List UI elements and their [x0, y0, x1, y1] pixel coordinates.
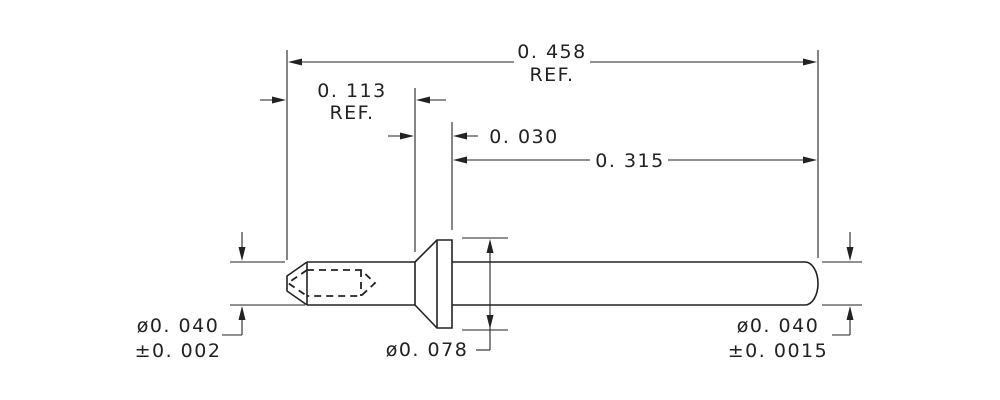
tail-diameter-value: ø0. 040 [737, 315, 820, 337]
dim-collar-diameter: ø0. 078 [386, 239, 494, 361]
tip-length-value: 0. 113 [317, 80, 386, 102]
tail-diameter-tolerance: ±0. 0015 [728, 340, 828, 362]
tip-chamfer [286, 261, 308, 306]
tip-diameter-value: ø0. 040 [137, 315, 220, 337]
dim-overall-length: 0. 458 REF. [288, 41, 817, 86]
collar-thickness-value: 0. 030 [489, 126, 558, 148]
dim-collar-thickness: 0. 030 [388, 126, 558, 148]
dim-tip-length: 0. 113 REF. [260, 80, 446, 124]
tail-length-value: 0. 315 [595, 150, 664, 172]
tip-diameter-tolerance: ±0. 002 [135, 340, 222, 362]
hidden-bore [286, 269, 377, 297]
tip-length-note: REF. [329, 102, 374, 124]
dim-tip-diameter: ø0. 040 ±0. 002 [135, 232, 246, 362]
overall-length-value: 0. 458 [517, 41, 586, 63]
collar-diameter-value: ø0. 078 [386, 339, 469, 361]
tail-outline [452, 261, 819, 306]
extension-lines [230, 50, 862, 331]
dim-tail-diameter: ø0. 040 ±0. 0015 [728, 232, 854, 362]
dim-tail-length: 0. 315 [453, 150, 817, 172]
pin-part [286, 239, 819, 329]
collar-profile [414, 239, 453, 329]
overall-length-note: REF. [529, 64, 574, 86]
